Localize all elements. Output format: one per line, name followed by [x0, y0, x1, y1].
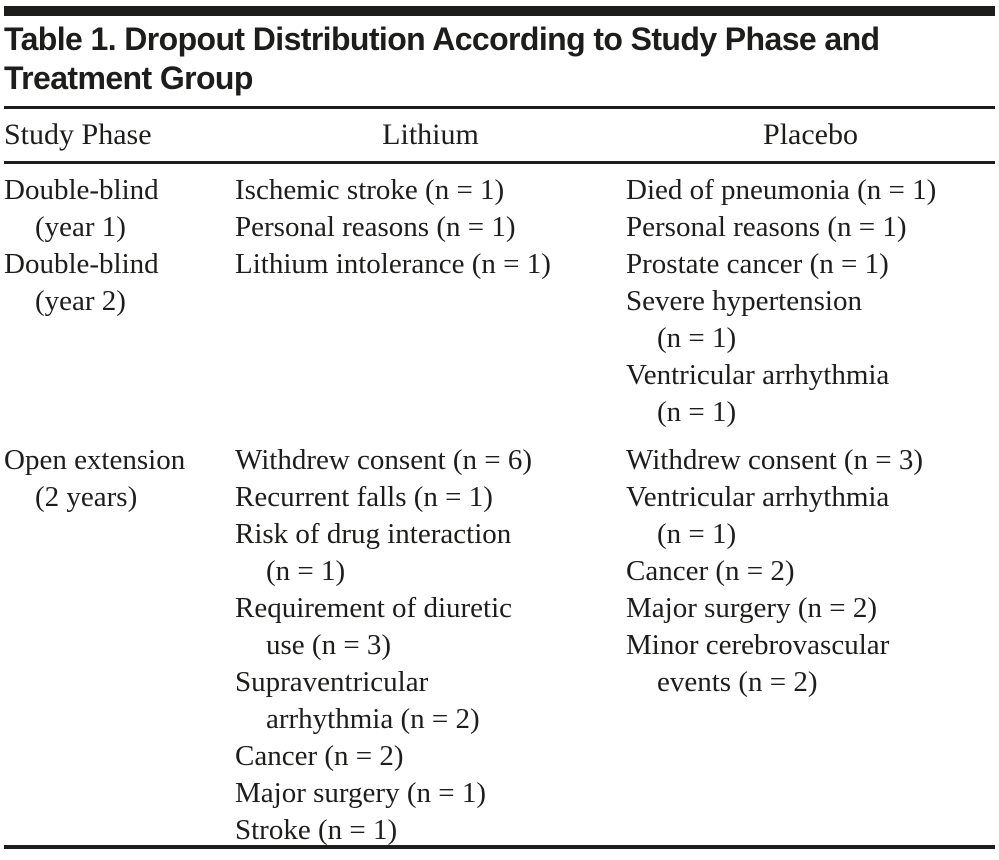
cell-line: arrhythmia (n = 2)	[266, 703, 480, 735]
table-body: Double-blind (year 1) Double-blind (year…	[4, 172, 995, 849]
cell-line: Double-blind	[4, 248, 159, 280]
cell-study-phase: Double-blind (year 1) Double-blind (year…	[4, 172, 235, 431]
table-title: Table 1. Dropout Distribution According …	[4, 20, 998, 98]
cell-line: events (n = 2)	[657, 666, 818, 698]
cell-line: Supraventricular	[235, 666, 429, 698]
row-double-blind: Double-blind (year 1) Double-blind (year…	[4, 172, 995, 431]
rule-under-header	[4, 161, 995, 164]
rule-under-title	[4, 106, 995, 109]
cell-line: Minor cerebrovascular	[626, 629, 890, 661]
cell-lithium: Ischemic stroke (n = 1) Personal reasons…	[235, 172, 626, 431]
cell-line: Withdrew consent (n = 6)	[235, 444, 533, 476]
cell-line: Ischemic stroke (n = 1)	[235, 174, 505, 206]
cell-study-phase: Open extension (2 years)	[4, 442, 235, 849]
cell-line: Stroke (n = 1)	[235, 814, 398, 846]
cell-line: Withdrew consent (n = 3)	[626, 444, 924, 476]
cell-line: Risk of drug interaction	[235, 518, 512, 550]
cell-line: use (n = 3)	[266, 629, 392, 661]
table-top-bar	[4, 6, 995, 16]
cell-line: Major surgery (n = 1)	[235, 777, 486, 809]
cell-line: Cancer (n = 2)	[235, 740, 404, 772]
cell-placebo: Withdrew consent (n = 3) Ventricular arr…	[626, 442, 995, 849]
table-title-line2: Treatment Group	[4, 60, 253, 96]
cell-line: Open extension	[4, 444, 186, 476]
cell-line: Cancer (n = 2)	[626, 555, 795, 587]
cell-line: Personal reasons (n = 1)	[626, 211, 907, 243]
table-header-row: Study Phase Lithium Placebo	[4, 110, 995, 160]
column-header-study-phase: Study Phase	[4, 118, 152, 151]
cell-line: (n = 1)	[266, 555, 346, 587]
cell-line: Personal reasons (n = 1)	[235, 211, 516, 243]
cell-line: (n = 1)	[657, 396, 737, 428]
cell-line: Died of pneumonia (n = 1)	[626, 174, 937, 206]
cell-line: Prostate cancer (n = 1)	[626, 248, 889, 280]
cell-line: (n = 1)	[657, 518, 737, 550]
cell-line: Major surgery (n = 2)	[626, 592, 877, 624]
cell-line: Lithium intolerance (n = 1)	[235, 248, 551, 280]
column-header-placebo: Placebo	[763, 118, 858, 151]
cell-line: Recurrent falls (n = 1)	[235, 481, 493, 513]
cell-placebo: Died of pneumonia (n = 1) Personal reaso…	[626, 172, 995, 431]
cell-line: Requirement of diuretic	[235, 592, 513, 624]
cell-line: Double-blind	[4, 174, 159, 206]
cell-line: (2 years)	[35, 481, 138, 513]
column-header-lithium: Lithium	[382, 118, 479, 151]
cell-line: (year 2)	[35, 285, 126, 317]
row-open-extension: Open extension (2 years) Withdrew consen…	[4, 442, 995, 849]
cell-line: Ventricular arrhythmia	[626, 359, 890, 391]
cell-line: (n = 1)	[657, 322, 737, 354]
cell-line: Ventricular arrhythmia	[626, 481, 890, 513]
cell-line: (year 1)	[35, 211, 126, 243]
cell-line: Severe hypertension	[626, 285, 862, 317]
rule-bottom	[4, 845, 995, 849]
table-title-line1: Table 1. Dropout Distribution According …	[4, 21, 880, 57]
cell-lithium: Withdrew consent (n = 6) Recurrent falls…	[235, 442, 626, 849]
